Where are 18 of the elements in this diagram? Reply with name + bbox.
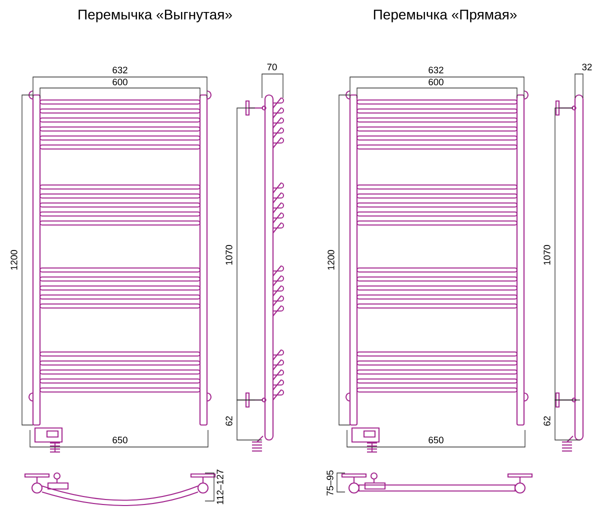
dimension-label: 650 [428, 436, 444, 444]
dimension-label: 75–95 [326, 470, 334, 496]
dimension-label: 62 [544, 416, 550, 426]
dimension-label: 70 [267, 64, 277, 70]
dimension-label: 600 [428, 78, 444, 86]
dimension-label: 62 [226, 416, 232, 426]
dimension-label: 1200 [328, 250, 334, 270]
dimension-label: 632 [428, 66, 444, 74]
dimension-label: 1200 [10, 250, 18, 270]
dimension-label: 650 [112, 436, 128, 444]
dimension-label: 1070 [226, 245, 232, 265]
dimension-label: 632 [112, 66, 128, 74]
dimension-label: 32 [582, 64, 592, 70]
heading: Перемычка «Выгнутая» [78, 10, 232, 22]
dimension-label: 1070 [544, 245, 550, 265]
heading: Перемычка «Прямая» [374, 10, 517, 22]
dimension-label: 600 [112, 78, 128, 86]
dimension-label: 112–127 [216, 470, 224, 504]
